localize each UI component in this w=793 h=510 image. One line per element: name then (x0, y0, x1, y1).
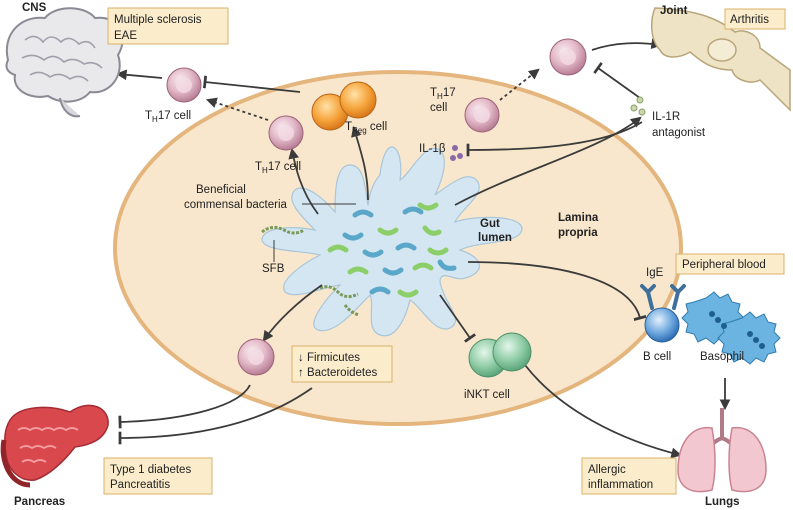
brain-icon (5, 7, 124, 118)
ige-label: IgE (646, 267, 664, 279)
inhibit-treg-th17 (202, 75, 301, 93)
arrow-treg-from-lumen (351, 125, 369, 201)
inkt-label: iNKT cell (464, 389, 510, 401)
firmicutes-box (291, 345, 393, 383)
b-cell-label: B cell (643, 351, 671, 363)
basophil-cell (681, 291, 781, 365)
inhibit-lumen-inkt (439, 294, 476, 343)
t1d-label: Type 1 diabetes (110, 464, 191, 476)
firmicutes-label: ↓ Firmicutes (298, 352, 360, 364)
inhibit-firmicutes-pancreas (118, 387, 313, 445)
arrow-lumen-to-pancreas-th17 (262, 284, 323, 342)
allergy-box (581, 457, 677, 495)
gut-lumen-label: Gut (480, 218, 500, 230)
peripheral-blood-label: Peripheral blood (682, 259, 766, 271)
arrow-lumen-to-th17 (288, 147, 319, 215)
treg-cell (339, 81, 377, 119)
il1r-antagonist-dot (636, 96, 644, 104)
inhibit-il1r-joint (593, 62, 641, 99)
il1b-dot (450, 155, 456, 161)
th17-nucleus (278, 125, 294, 141)
allergic-label: Allergic (588, 464, 626, 476)
ms-label: Multiple sclerosis (114, 14, 202, 26)
th17-label-il1b-line2: cell (430, 102, 447, 114)
t1d-box (103, 457, 213, 495)
knee-joint-icon (650, 7, 791, 112)
gut-lumen-label-2: lumen (478, 232, 512, 244)
th17-nucleus (176, 77, 192, 93)
b-cell (644, 307, 680, 343)
il1r-label: IL-1R (652, 111, 680, 123)
gut-lumen (261, 146, 523, 337)
eae-label: EAE (114, 30, 137, 42)
arthritis-label: Arthritis (730, 14, 769, 26)
bacteroidetes-label: ↑ Bacteroidetes (298, 367, 378, 379)
il1b-dot (457, 153, 463, 159)
inflammation-label: inflammation (588, 479, 653, 491)
arrow-lumen-to-il1r (454, 116, 642, 206)
th17-nucleus (560, 49, 576, 65)
pancreas-label: Pancreas (14, 496, 65, 508)
lungs-label: Lungs (705, 496, 740, 508)
th17-label-top: TH17 cell (145, 110, 191, 124)
treg-label: TReg cell (345, 121, 387, 135)
il1b-dot (452, 145, 458, 151)
beneficial-bacteria (327, 202, 457, 298)
inhibit-il1r-il1b (466, 121, 643, 157)
arrow-inkt-to-lungs (524, 364, 683, 459)
pancreatitis-label: Pancreatitis (110, 479, 170, 491)
il1b-label: IL-1β (419, 143, 446, 155)
lungs-icon (677, 408, 767, 493)
dashed-th17-to-th17 (205, 97, 269, 121)
inkt-cell (492, 332, 532, 372)
th17-label-il1b-line1: TH17 (430, 87, 456, 101)
il1r-antagonist-dot (630, 104, 638, 112)
th17-label-lower: TH17 cell (255, 161, 301, 175)
joint-label: Joint (660, 5, 688, 17)
antagonist-label: antagonist (652, 127, 706, 139)
arthritis-box (724, 8, 786, 30)
arrow-th17-to-cns (115, 69, 163, 81)
peripheral-blood-box (675, 253, 785, 275)
lamina-label: Lamina (558, 212, 599, 224)
sfb-label: SFB (262, 263, 285, 275)
th17-nucleus (474, 107, 490, 123)
il1r-antagonist-dot (638, 108, 646, 116)
inhibit-lumen-bcell (467, 261, 647, 321)
beneficial-label: Beneficial (196, 184, 246, 196)
ms-box (107, 7, 229, 45)
basophil-label: Basophil (700, 351, 744, 363)
pancreas-icon (0, 404, 109, 488)
arrow-to-joint (591, 38, 663, 51)
ige-antibody-icon (640, 284, 686, 310)
cns-label: CNS (22, 2, 47, 14)
sfb-bacteria (261, 225, 360, 317)
propria-label: propria (558, 227, 598, 239)
dashed-th17-to-joint-cell (499, 68, 540, 101)
th17-nucleus (248, 349, 264, 365)
inhibit-th17-pancreas (118, 384, 251, 429)
commensal-label: commensal bacteria (184, 199, 288, 211)
